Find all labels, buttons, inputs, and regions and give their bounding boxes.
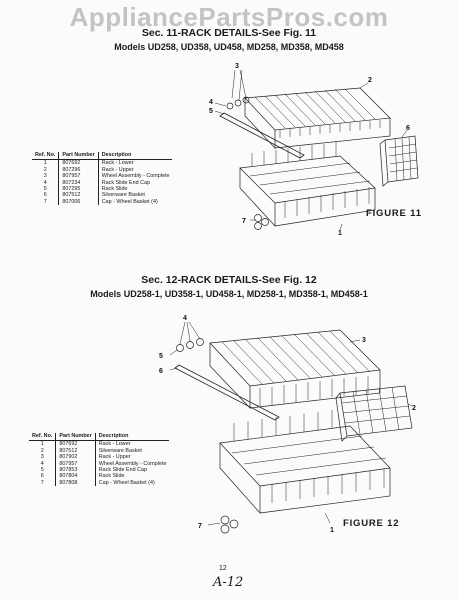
site-watermark: AppliancePartsPros.com — [69, 2, 389, 32]
figure-11-label: FIGURE 11 — [366, 208, 422, 219]
part-number-cell: 807234 — [58, 179, 99, 187]
figure-12-diagram: 4 3 5 6 2 7 1 — [159, 315, 416, 534]
rack-slide-shape — [174, 364, 280, 421]
handwritten-page-note: A-12 — [213, 575, 244, 590]
description-cell: Wheel Assembly - Complete — [98, 460, 167, 467]
part-number-cell: 807512 — [55, 447, 96, 455]
section-12-models: Models UD258-1, UD358-1, UD458-1, MD258-… — [90, 289, 368, 299]
part-number-cell: 807804 — [55, 473, 96, 480]
header-part-number: Part Number — [55, 433, 96, 442]
description-cell: Rack - Upper — [101, 166, 134, 173]
parts-table-header: Ref. No. Part Number Description — [29, 433, 170, 442]
description-cell: Silverware Basket — [101, 192, 145, 199]
description-cell: Rack Slide — [98, 473, 125, 480]
description-cell: Rack Slide End Cap — [101, 179, 150, 186]
ref-number-cell: 3 — [29, 454, 57, 461]
callout-1: 1 — [330, 527, 334, 534]
description-cell: Wheel Assembly - Complete — [101, 173, 170, 180]
header-ref: Ref. No. — [32, 152, 60, 161]
part-number-cell: 807957 — [58, 173, 99, 180]
part-number-cell: 807957 — [55, 460, 96, 468]
figure-12-label: FIGURE 12 — [343, 518, 400, 529]
ref-number-cell: 2 — [32, 166, 60, 174]
callout-6: 6 — [159, 368, 163, 375]
section-12-title: Sec. 12-RACK DETAILS-See Fig. 12 — [141, 274, 317, 286]
rack-slide-shape — [219, 112, 305, 159]
header-description: Description — [95, 433, 170, 442]
upper-rack-shape — [209, 329, 381, 387]
callout-2: 2 — [368, 77, 372, 84]
ref-number-cell: 6 — [29, 473, 57, 480]
part-number-cell: 807902 — [55, 454, 96, 461]
ref-number-cell: 1 — [32, 159, 60, 167]
part-number-cell: 807006 — [58, 198, 99, 206]
ref-number-cell: 4 — [32, 179, 60, 187]
ref-number-cell: 6 — [32, 192, 60, 199]
ref-number-cell: 2 — [29, 447, 57, 455]
ref-number-cell: 5 — [32, 186, 60, 193]
description-cell: Silverware Basket — [98, 447, 142, 454]
lower-rack-shape — [239, 155, 376, 204]
description-cell: Cap - Wheel Basket (4) — [101, 198, 158, 205]
ref-number-cell: 7 — [32, 198, 60, 206]
description-cell: Cap - Wheel Basket (4) — [98, 479, 155, 486]
callout-5: 5 — [159, 353, 163, 360]
part-number-cell: 807512 — [58, 192, 99, 199]
ref-number-cell: 3 — [32, 173, 60, 180]
callout-7: 7 — [242, 218, 246, 225]
part-number-cell: 807692 — [55, 440, 96, 448]
callout-3: 3 — [235, 63, 239, 70]
part-number-cell: 807853 — [55, 467, 96, 474]
ref-number-cell: 7 — [29, 479, 57, 487]
callout-1: 1 — [338, 230, 342, 236]
part-number-cell: 807808 — [55, 479, 96, 487]
description-cell: Rack - Lower — [101, 160, 134, 167]
section-11-models: Models UD258, UD358, UD458, MD258, MD358… — [114, 42, 344, 52]
callout-3: 3 — [362, 337, 366, 344]
callout-2: 2 — [412, 405, 416, 412]
description-cell: Rack - Upper — [98, 454, 131, 461]
part-number-cell: 807295 — [58, 186, 99, 193]
header-description: Description — [98, 152, 173, 161]
section-11-title: Sec. 11-RACK DETAILS-See Fig. 11 — [141, 27, 317, 39]
parts-table-header: Ref. No. Part Number Description — [32, 152, 173, 161]
callout-5: 5 — [209, 108, 213, 115]
figure-11-diagram: 3 2 4 5 6 7 1 — [209, 63, 419, 236]
header-ref: Ref. No. — [29, 433, 57, 442]
callout-6: 6 — [406, 125, 410, 132]
callout-4: 4 — [183, 315, 187, 322]
description-cell: Rack Slide — [101, 186, 128, 193]
description-cell: Rack - Lower — [98, 441, 131, 448]
callout-7: 7 — [198, 523, 202, 530]
ref-number-cell: 5 — [29, 467, 57, 474]
callout-4: 4 — [209, 99, 213, 106]
description-cell: Rack Slide End Cap — [98, 467, 147, 474]
silverware-basket-shape — [384, 135, 419, 183]
ref-number-cell: 4 — [29, 460, 57, 468]
ref-number-cell: 1 — [29, 440, 57, 448]
header-part-number: Part Number — [58, 152, 99, 161]
part-number-cell: 807692 — [58, 159, 99, 167]
part-number-cell: 807296 — [58, 166, 99, 174]
silverware-basket-shape — [339, 385, 413, 437]
page-number: 12 — [219, 565, 227, 572]
